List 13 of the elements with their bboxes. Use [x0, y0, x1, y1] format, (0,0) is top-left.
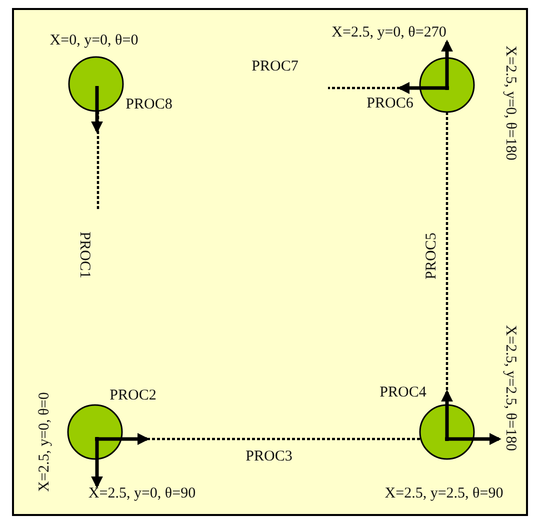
pose-label: X=2.5, y=2.5, θ=90 [384, 486, 504, 502]
robot-circle [419, 404, 475, 460]
pose-label: X=2.5, y=0, θ=90 [88, 486, 196, 502]
position-label: PROC8 [126, 98, 172, 112]
position-label: PROC2 [110, 388, 156, 404]
robot-circle [67, 404, 123, 460]
pose-label: X=2.5, y=0, θ=0 [38, 392, 52, 492]
robot-circle [419, 57, 475, 113]
pose-label: X=2.5, y=2.5, θ=180 [502, 325, 518, 451]
pose-label: X=2.5, y=0, θ=180 [502, 46, 518, 160]
position-label: PROC6 [366, 96, 414, 112]
robot-circle [68, 56, 124, 112]
position-label: PROC4 [380, 386, 426, 400]
